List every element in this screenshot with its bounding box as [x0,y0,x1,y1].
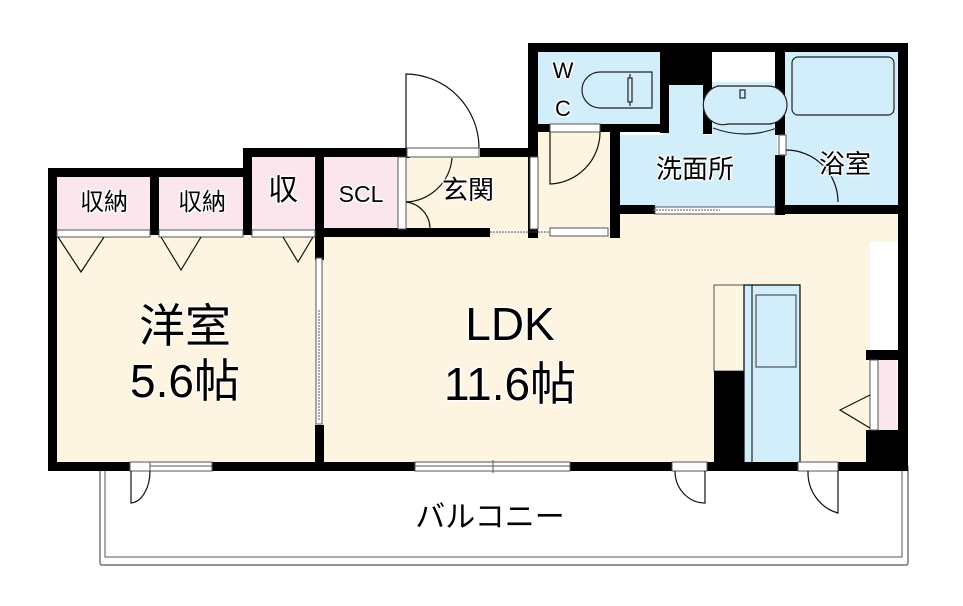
ldk-name: LDK [465,298,555,350]
balcony-outline [99,464,909,566]
closet-door-marks [57,236,871,429]
balcony-label: バルコニー [415,500,565,535]
wc-label-w: W [552,58,574,83]
storage-1-label: 収納 [80,188,128,216]
ldk-size: 11.6帖 [443,358,577,410]
washroom-label: 洗面所 [655,155,734,185]
door-swings [130,73,839,514]
western-room-name: 洋室 [139,300,231,352]
fixtures [581,56,895,135]
wc-label-c: C [555,96,571,121]
scl-label: SCL [338,181,384,207]
storage-2-label: 収納 [178,188,226,216]
entrance-label: 玄関 [441,176,494,206]
window-lines [150,209,720,473]
western-room-size: 5.6帖 [130,355,240,407]
bathroom-label: 浴室 [818,150,871,180]
storage-3-label: 収 [268,173,298,208]
